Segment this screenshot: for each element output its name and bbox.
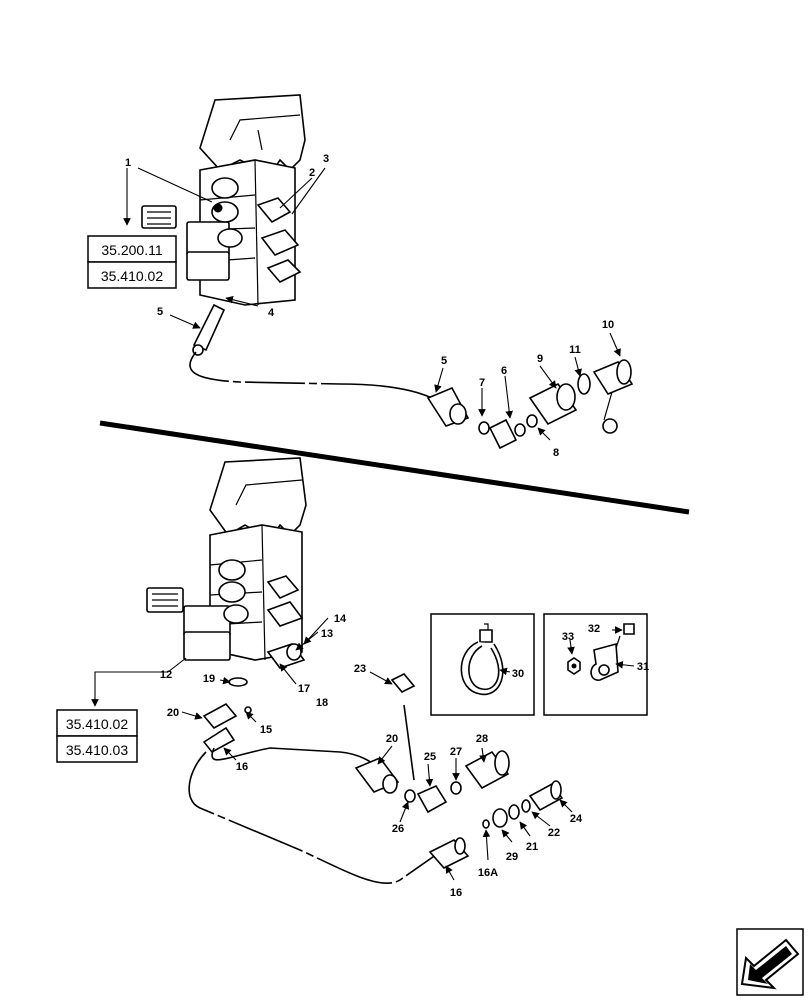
detail-box-clip: 31 32 33 <box>543 613 649 716</box>
callout: 20 <box>386 733 398 745</box>
top-leaders <box>123 167 621 441</box>
callout: 20 <box>167 707 179 719</box>
reference-label: 35.410.03 <box>66 742 128 758</box>
reference-label: 35.410.02 <box>66 716 128 732</box>
callout: 13 <box>321 628 333 640</box>
callout: 9 <box>537 353 543 365</box>
reference-label: 35.410.02 <box>101 268 163 284</box>
callout: 1 <box>125 157 131 169</box>
callout: 28 <box>476 733 488 745</box>
callout: 7 <box>479 377 485 389</box>
callout: 16A <box>478 867 498 879</box>
callout: 5 <box>441 355 447 367</box>
callout: 31 <box>637 661 649 673</box>
callout: 21 <box>526 841 538 853</box>
detail-box-clamp: 30 <box>430 613 535 716</box>
reference-label: 35.200.11 <box>101 242 162 258</box>
callout: 15 <box>260 724 272 736</box>
previous-arrow-icon[interactable] <box>736 928 804 996</box>
section-divider <box>99 420 690 515</box>
callout: 18 <box>316 697 328 709</box>
callout: 32 <box>588 623 600 635</box>
callout: 26 <box>392 823 404 835</box>
bottom-callouts: 12 13 14 15 16 16 16A 17 18 19 20 20 21 … <box>160 613 583 899</box>
callout: 16 <box>236 761 248 773</box>
bottom-leaders <box>91 617 573 881</box>
callout: 8 <box>553 447 559 459</box>
callout: 11 <box>569 344 581 356</box>
callout: 25 <box>424 751 436 763</box>
callout: 10 <box>602 319 614 331</box>
callout: 14 <box>334 613 347 625</box>
bottom-hose-assembly <box>188 673 564 885</box>
callout: 16 <box>450 887 462 899</box>
callout: 33 <box>562 631 574 643</box>
bottom-valve-assembly <box>146 457 307 669</box>
callout: 29 <box>506 851 518 863</box>
top-hose-assembly <box>189 303 634 450</box>
callout: 30 <box>512 668 524 680</box>
callout: 19 <box>203 673 215 685</box>
callout: 24 <box>570 813 583 825</box>
callout: 23 <box>354 663 366 675</box>
top-valve-assembly <box>141 94 306 306</box>
callout: 22 <box>548 827 560 839</box>
callout: 12 <box>160 669 172 681</box>
callout: 5 <box>157 306 163 318</box>
top-reference-box: 35.200.11 35.410.02 <box>87 235 177 289</box>
callout: 4 <box>268 307 275 319</box>
callout: 6 <box>501 365 507 377</box>
callout: 2 <box>309 167 315 179</box>
callout: 27 <box>450 746 462 758</box>
callout: 3 <box>323 153 329 165</box>
top-callouts: 1 2 3 4 5 5 6 7 8 9 10 11 <box>125 153 614 459</box>
bottom-reference-box: 35.410.02 35.410.03 <box>56 709 138 763</box>
callout: 17 <box>298 683 310 695</box>
